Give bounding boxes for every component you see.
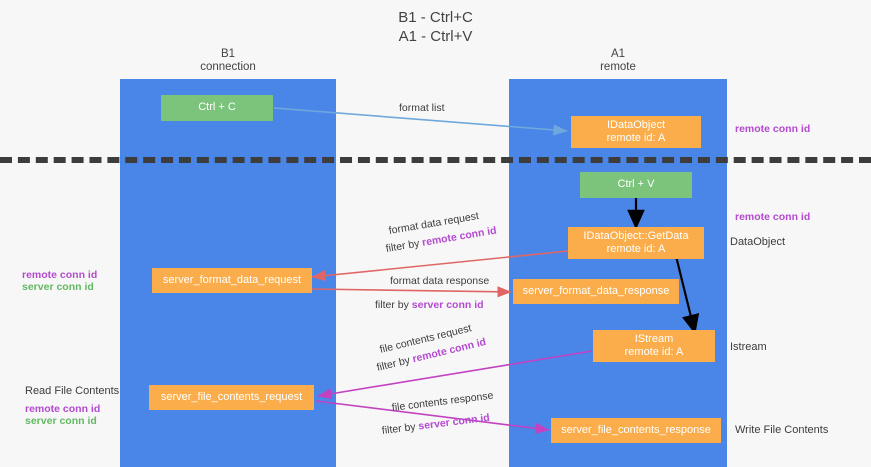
arrow-file-contents-response [315,400,550,434]
node-ctrl-c-label: Ctrl + C [198,101,236,114]
column-header-b1-sub: connection [200,61,256,73]
label-left-read-file-contents: Read File Contents [25,385,120,397]
node-getdata-label: IDataObject::GetData [583,229,689,242]
edge-label-filter-by-server-conn-id-1: filter by server conn id [375,299,484,312]
node-getdata-remote-id: remote id: A [606,243,666,255]
node-ctrl-c[interactable]: Ctrl + C [161,95,273,121]
page-title: B1 - Ctrl+C A1 - Ctrl+V [0,8,871,46]
arrow-getdata-to-istream [674,255,694,329]
label-right-write-file-contents: Write File Contents [735,424,829,436]
label-right-istream: Istream [730,341,767,353]
node-istream-label: IStream [634,332,674,345]
title-line-2: A1 - Ctrl+V [398,28,473,45]
label-left-remote-conn-id: remote conn id [22,269,98,281]
column-header-b1-name: B1 [220,48,236,60]
node-idataobject[interactable]: IDataObject remote id: A [571,116,701,148]
filter-by-text-2: filter by [375,299,412,311]
arrow-format-data-response [311,286,512,298]
label-left-server-conn-id: server conn id [22,281,94,293]
node-server-format-data-response-label: server_format_data_response [522,284,670,297]
node-server-file-contents-request-label: server_file_contents_request [160,390,303,403]
node-istream[interactable]: IStream remote id: A [593,330,715,362]
arrow-format-list [273,107,568,136]
label-right-remote-conn-id-mid: remote conn id [735,211,811,223]
node-server-file-contents-response-label: server_file_contents_response [561,423,711,436]
node-ctrl-v-label: Ctrl + V [617,178,655,191]
edge-label-format-data-response: format data response [390,275,490,287]
label-right-remote-conn-id-top: remote conn id [735,123,811,135]
column-header-b1: B1 connection [120,48,336,74]
edge-label-format-list: format list [399,102,445,114]
column-header-a1-name: A1 [610,48,626,60]
arrow-format-data-request [311,249,579,282]
label-left-read-server-conn-id: server conn id [25,415,97,427]
node-getdata[interactable]: IDataObject::GetData remote id: A [568,227,704,259]
label-right-dataobject: DataObject [730,236,786,248]
node-idataobject-label: IDataObject [606,118,666,131]
node-server-file-contents-request[interactable]: server_file_contents_request [149,385,314,410]
title-line-1: B1 - Ctrl+C [398,9,473,26]
column-header-a1-sub: remote [600,61,636,73]
arrow-file-contents-request [317,350,593,400]
node-server-format-data-request-label: server_format_data_request [162,273,302,286]
node-server-format-data-request[interactable]: server_format_data_request [152,268,312,293]
node-server-file-contents-response[interactable]: server_file_contents_response [551,418,721,443]
node-ctrl-v[interactable]: Ctrl + V [580,172,692,198]
node-istream-remote-id: remote id: A [624,346,684,358]
section-divider [0,157,871,163]
label-left-read-remote-conn-id: remote conn id [25,403,101,415]
server-conn-id-text-1: server conn id [411,299,484,311]
node-server-format-data-response[interactable]: server_format_data_response [513,279,679,304]
column-header-a1: A1 remote [509,48,727,74]
node-idataobject-remote-id: remote id: A [606,132,666,144]
